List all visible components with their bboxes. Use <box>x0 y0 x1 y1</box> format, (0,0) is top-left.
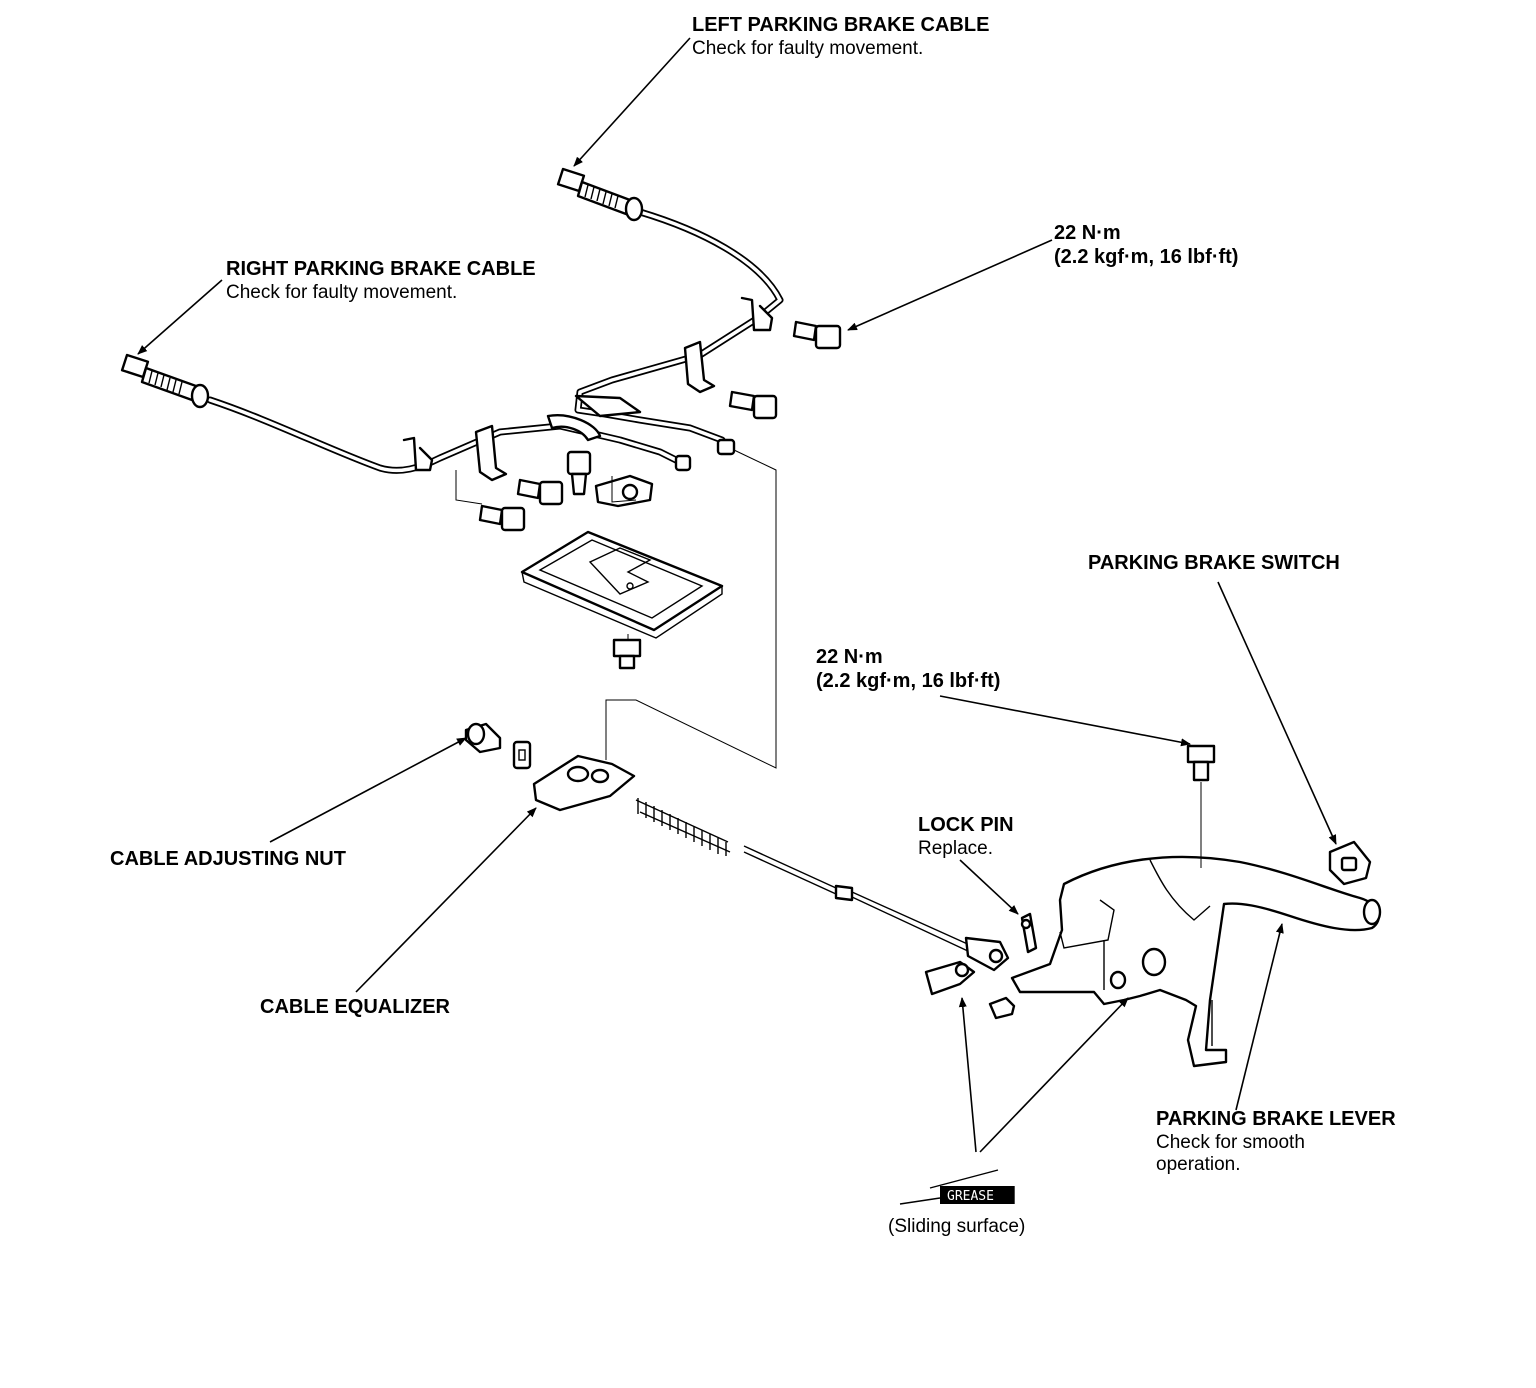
equalizer-title: CABLE EQUALIZER <box>260 996 450 1018</box>
cover-plate-bolt <box>612 638 642 670</box>
left-cable-title: LEFT PARKING BRAKE CABLE <box>692 14 990 36</box>
grease-note: (Sliding surface) <box>888 1216 1026 1237</box>
grease-callout: (Sliding surface) <box>888 1216 1025 1238</box>
cable-equalizer <box>532 754 636 812</box>
lock-pin-callout: LOCK PIN Replace. <box>918 814 1014 860</box>
torque-lower-detail: (2.2 kgf·m, 16 lbf·ft) <box>816 669 1001 692</box>
torque-lower-callout: 22 N·m (2.2 kgf·m, 16 lbf·ft) <box>816 646 1000 693</box>
left-parking-brake-cable <box>556 167 784 456</box>
lever-note-line1: Check for smooth <box>1156 1131 1305 1153</box>
lever-note-line2: operation. <box>1156 1154 1241 1175</box>
leader-lines <box>137 37 1337 1153</box>
parking-brake-lever <box>1010 855 1382 1068</box>
parking-brake-switch <box>1328 840 1372 886</box>
cable-guide-clip <box>594 474 654 508</box>
lever-pivot-pin <box>924 960 976 996</box>
right-parking-brake-cable <box>120 353 692 482</box>
lever-title: PARKING BRAKE LEVER <box>1156 1108 1396 1130</box>
switch-title: PARKING BRAKE SWITCH <box>1088 552 1340 574</box>
right-cable-note: Check for faulty movement. <box>226 281 458 303</box>
lock-pin <box>1020 912 1038 954</box>
switch-callout: PARKING BRAKE SWITCH <box>1088 552 1340 576</box>
grease-tube-icon: GREASE <box>899 1169 1015 1205</box>
right-cable-title: RIGHT PARKING BRAKE CABLE <box>226 258 536 280</box>
bolt-middle <box>728 390 778 420</box>
equalizer-callout: CABLE EQUALIZER <box>260 996 450 1020</box>
dashed-lines-upper <box>455 449 777 769</box>
torque-upper-callout: 22 N·m (2.2 kgf·m, 16 lbf·ft) <box>1054 222 1238 269</box>
lever-bolt <box>1186 744 1216 868</box>
left-cable-note: Check for faulty movement. <box>692 37 924 59</box>
equalizer-rod <box>743 845 1010 972</box>
torque-upper-value: 22 N·m <box>1054 222 1121 244</box>
equalizer-clip <box>512 740 532 770</box>
adjusting-nut-title: CABLE ADJUSTING NUT <box>110 848 346 870</box>
lock-pin-note: Replace. <box>918 837 993 859</box>
bolt-lower-left <box>478 504 526 532</box>
adjusting-nut-callout: CABLE ADJUSTING NUT <box>110 848 346 872</box>
small-bolt <box>988 996 1016 1020</box>
left-cable-callout: LEFT PARKING BRAKE CABLE Check for fault… <box>692 14 989 60</box>
torque-upper-detail: (2.2 kgf·m, 16 lbf·ft) <box>1054 245 1239 268</box>
bolt-center-left <box>516 478 564 506</box>
right-cable-callout: RIGHT PARKING BRAKE CABLE Check for faul… <box>226 258 536 304</box>
cover-plate <box>520 530 724 642</box>
return-spring <box>635 798 731 856</box>
lever-callout: PARKING BRAKE LEVER Check for smooth ope… <box>1156 1108 1396 1176</box>
lock-pin-title: LOCK PIN <box>918 814 1014 836</box>
grease-tube-text: GREASE <box>947 1189 994 1204</box>
cable-adjusting-nut <box>464 722 502 754</box>
bolt-upper-right <box>792 320 842 350</box>
torque-lower-value: 22 N·m <box>816 646 883 668</box>
bolt-vertical <box>566 450 592 496</box>
